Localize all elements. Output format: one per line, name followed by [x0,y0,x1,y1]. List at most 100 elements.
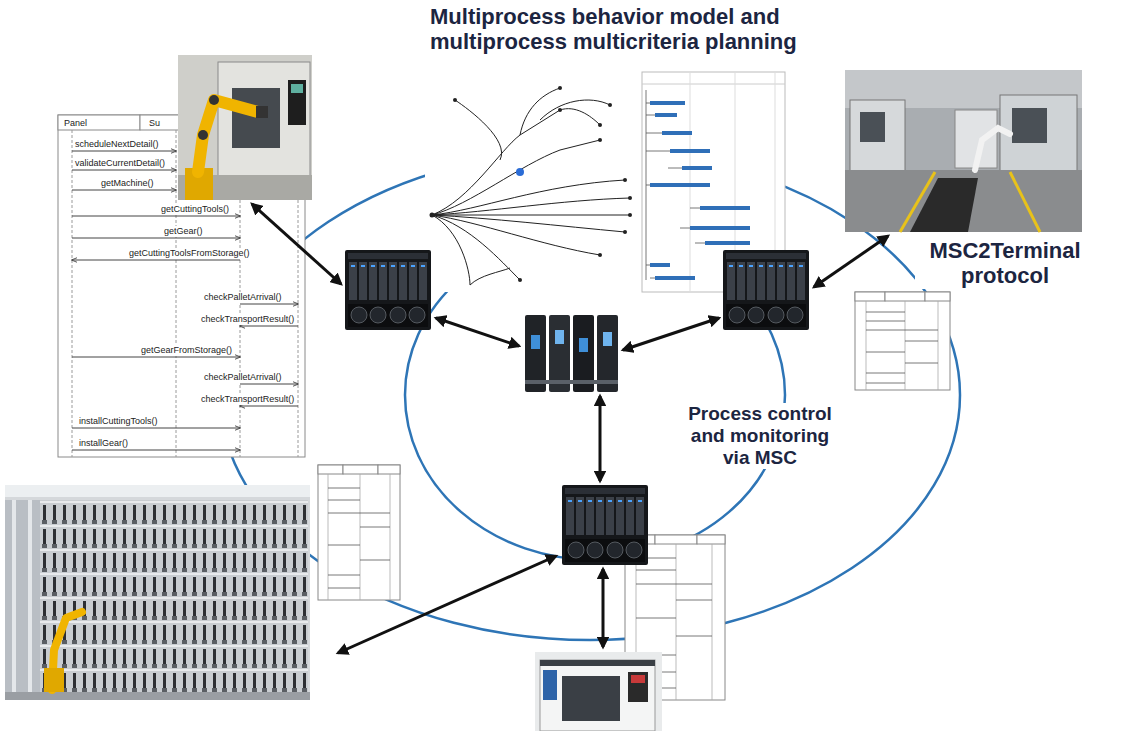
tool-rack-photo [5,485,310,700]
sequence-chart-small-part-part [866,383,905,384]
factory-floor-photo-part [845,70,1082,232]
sequence-chart-part [58,115,140,130]
cnc-machine-photo-part [540,660,655,731]
gantt-chart-part-part [650,183,710,187]
message-label: checkTransportResult() [200,314,295,325]
behavior-graph-part-part [628,213,632,217]
gantt-chart-part-part [705,241,750,245]
sequence-chart-small-part-part [636,584,712,585]
sequence-chart-small-part-part [866,321,905,322]
sequence-chart-part-part [72,238,240,239]
sequence-chart-small-part-part [328,513,390,514]
sequence-chart-small-part [378,465,400,474]
sequence-chart-part-part [72,151,176,152]
sequence-chart-part-part [176,130,177,457]
behavior-graph-part-part [432,198,630,215]
factory-floor-photo [845,70,1082,232]
cnc-machine-photo-part [540,660,655,666]
message-label: getGearFromStorage() [140,345,233,356]
cnc-machine-photo-part [562,676,620,721]
double-arrow-part [599,396,602,481]
robot-machine-photo-part [198,100,258,172]
sequence-chart-small-part [343,465,378,474]
sequence-chart-part-part [72,428,240,429]
lifeline-name: Su [148,118,161,129]
sequence-chart-small [318,465,400,600]
behavior-graph-part-part [558,108,562,112]
message-label: checkPalletArrival() [203,292,283,303]
server-rack-part [723,250,809,330]
robot-machine-photo-part [209,95,219,105]
message-label: getCuttingToolsFromStorage() [128,248,251,259]
sequence-chart-small-part-part [636,618,676,619]
robot-machine-photo [178,55,312,200]
behavior-graph-part [430,86,633,282]
behavior-graph-part-part [430,213,435,218]
behavior-graph-part-part [598,138,602,142]
sequence-chart-part-part [72,190,176,191]
message-label: scheduleNextDetail() [74,139,160,150]
cnc-machine-photo-part [535,652,662,731]
tool-rack-photo-part [40,500,308,692]
double-arrow-part [338,556,556,653]
robot-machine-photo-part [232,88,280,148]
behavior-graph-part-part [598,123,602,127]
behavior-graph-part [516,168,524,176]
behavior-graph-part-part [455,100,502,160]
factory-floor-photo-part [845,170,1082,232]
sequence-chart-small-part [866,312,938,383]
sequence-chart-part-part [72,357,240,358]
tool-rack-photo-part [5,485,310,497]
server-rack [723,250,809,330]
sequence-chart-small-part [697,535,725,544]
behavior-graph-part-part [432,180,625,215]
lifeline-name: Panel [63,118,88,129]
behavior-graph-part-part [432,215,600,255]
robot-machine-photo-part [288,80,306,125]
behavior-graph-part-part [598,253,602,257]
sequence-chart-part-part [240,304,298,305]
sequence-chart-small-part-part [905,363,938,364]
sequence-chart-part-part [72,130,73,457]
sequence-chart-small-part-part [360,560,390,561]
message-label: checkPalletArrival() [203,372,283,383]
factory-floor-photo-part [975,128,1010,170]
behavior-graph-part-part [432,215,470,285]
sequence-chart-small-part [855,292,950,390]
behavior-graph-part-part [540,100,610,120]
sequence-chart-small-part-part [360,474,361,600]
factory-floor-photo-part [900,172,935,232]
sequence-chart-part-part [72,216,240,217]
behavior-graph-part-part [560,109,600,125]
process-label: Process control and monitoring via MSC [680,403,840,469]
sequence-chart-small-part [318,465,343,474]
gantt-chart-part-part [655,113,677,117]
behavior-graph-part-part [432,215,630,216]
sequence-chart-small-part-part [712,544,713,700]
gantt-chart-part-part [700,206,750,210]
sequence-chart-small-part-part [328,575,360,576]
message-label: validateCurrentDetail() [74,158,166,169]
sequence-chart-small-part-part [328,588,360,589]
factory-floor-photo-part [1012,108,1047,143]
behavior-graph-part-part [623,178,627,182]
gantt-chart-part-part [655,276,695,280]
sequence-chart-part-part [72,450,240,451]
cnc-machine-photo-part [543,670,557,700]
server-rack-part [345,250,431,330]
sequence-chart-small-part-part [866,301,867,390]
message-label: getGear() [163,226,204,237]
message-label: getMachine() [100,178,155,189]
sequence-chart-small-part-part [938,301,939,390]
gantt-chart-part [642,84,785,85]
server-rack-part [562,485,648,565]
sequence-chart-part-part [72,170,176,171]
server-cluster-part [531,335,540,349]
double-arrow-part [436,318,519,346]
sequence-chart-small-part-part [676,636,712,637]
sequence-chart-small-part [318,465,400,600]
double-arrow [252,204,888,653]
robot-machine-photo-part [198,130,208,140]
